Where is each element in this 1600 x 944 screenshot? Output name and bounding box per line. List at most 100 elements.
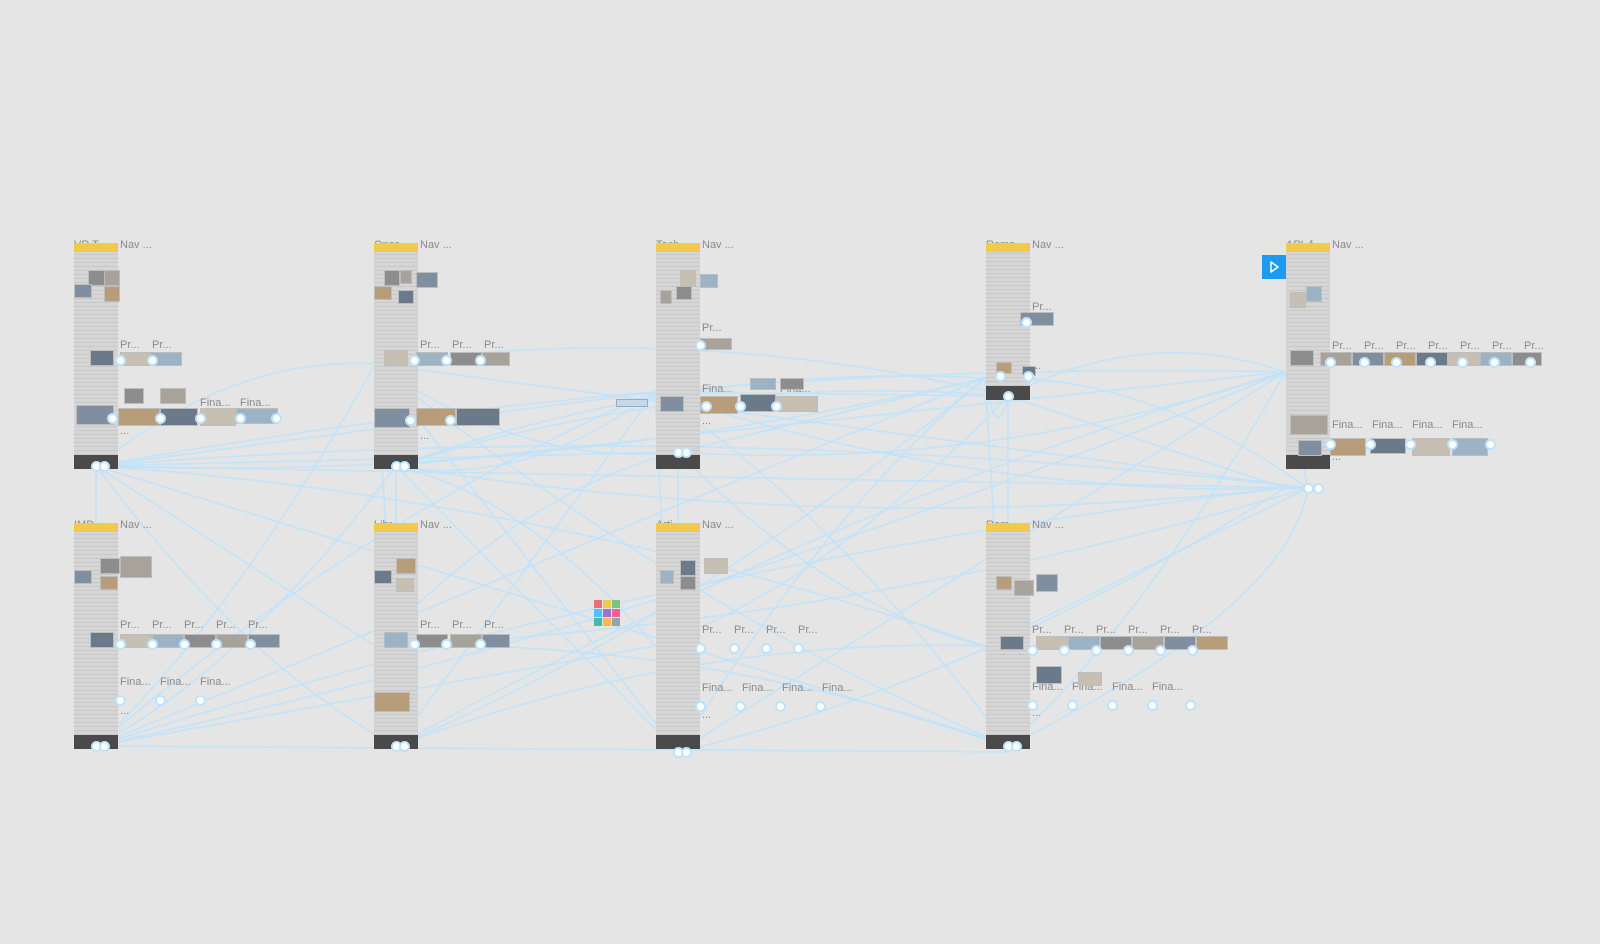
- frame-thumbnail[interactable]: [374, 286, 392, 300]
- connector-node[interactable]: [793, 643, 804, 654]
- connector-node[interactable]: [475, 355, 486, 366]
- frame-thumbnail[interactable]: [482, 352, 510, 366]
- frame-label[interactable]: Pr...: [1032, 301, 1052, 313]
- frame-thumbnail[interactable]: [416, 272, 438, 288]
- frame-thumbnail[interactable]: [120, 556, 152, 578]
- frame-label[interactable]: Pr...: [152, 339, 172, 351]
- frame-label[interactable]: Pr...: [184, 619, 204, 631]
- nav-frame-label[interactable]: Nav ...: [420, 519, 452, 531]
- nav-frame-label[interactable]: Nav ...: [120, 519, 152, 531]
- frame-label[interactable]: Fina...: [200, 397, 231, 409]
- connector-node[interactable]: [1123, 645, 1134, 656]
- frame-label[interactable]: Pr...: [1460, 340, 1480, 352]
- frame-label[interactable]: Pr...: [1064, 624, 1084, 636]
- frame-thumbnail[interactable]: [676, 286, 692, 300]
- frame-label[interactable]: Fina...: [702, 682, 733, 694]
- frame-label[interactable]: Fina...: [1032, 681, 1063, 693]
- frame-label[interactable]: Fina...: [120, 676, 151, 688]
- connector-node[interactable]: [1155, 645, 1166, 656]
- frame-thumbnail[interactable]: [100, 576, 118, 590]
- color-swatch-grid[interactable]: [594, 600, 620, 626]
- frame-thumbnail[interactable]: [1298, 440, 1322, 456]
- color-swatch[interactable]: [612, 609, 620, 617]
- frame-thumbnail[interactable]: [704, 558, 728, 574]
- frame-thumbnail[interactable]: [680, 270, 696, 286]
- connector-node[interactable]: [399, 461, 410, 472]
- connector-node[interactable]: [147, 355, 158, 366]
- frame-thumbnail[interactable]: [660, 290, 672, 304]
- frame-thumbnail[interactable]: [118, 408, 160, 426]
- nav-frame-label[interactable]: Nav ...: [420, 239, 452, 251]
- connector-node[interactable]: [1091, 645, 1102, 656]
- frame-label[interactable]: Pr...: [766, 624, 786, 636]
- frame-label[interactable]: Pr...: [216, 619, 236, 631]
- frame-thumbnail[interactable]: [1412, 438, 1450, 456]
- connector-node[interactable]: [735, 701, 746, 712]
- nav-frame-label[interactable]: Nav ...: [1332, 239, 1364, 251]
- connector-node[interactable]: [271, 413, 282, 424]
- connector-node[interactable]: [445, 415, 456, 426]
- frame-thumbnail[interactable]: [396, 558, 416, 574]
- frame-label[interactable]: Pr...: [1428, 340, 1448, 352]
- frame-thumbnail[interactable]: [482, 634, 510, 648]
- nav-frame-label[interactable]: Nav ...: [702, 519, 734, 531]
- connector-node[interactable]: [1485, 439, 1496, 450]
- nav-frame-label[interactable]: Nav ...: [702, 239, 734, 251]
- color-swatch[interactable]: [603, 600, 611, 608]
- frame-label[interactable]: Pr...: [484, 339, 504, 351]
- connector-node[interactable]: [1405, 439, 1416, 450]
- connector-node[interactable]: [195, 695, 206, 706]
- frame-label[interactable]: Fina...: [1372, 419, 1403, 431]
- color-swatch[interactable]: [594, 618, 602, 626]
- frame-label[interactable]: Pr...: [452, 619, 472, 631]
- connector-node[interactable]: [211, 639, 222, 650]
- frame-label[interactable]: Fina...: [1152, 681, 1183, 693]
- frame-thumbnail[interactable]: [74, 284, 92, 298]
- connector-node[interactable]: [1185, 700, 1196, 711]
- connector-node[interactable]: [1021, 317, 1032, 328]
- frame-label[interactable]: Pr...: [1332, 340, 1352, 352]
- connector-node[interactable]: [441, 355, 452, 366]
- frame-thumbnail[interactable]: [780, 378, 804, 390]
- frame-label[interactable]: Pr...: [702, 322, 722, 334]
- connector-node[interactable]: [155, 413, 166, 424]
- connector-node[interactable]: [115, 639, 126, 650]
- artboard[interactable]: [656, 523, 700, 749]
- frame-label[interactable]: Pr...: [1492, 340, 1512, 352]
- color-swatch[interactable]: [594, 600, 602, 608]
- color-swatch[interactable]: [603, 609, 611, 617]
- connector-node[interactable]: [1313, 483, 1324, 494]
- frame-thumbnail[interactable]: [90, 350, 114, 366]
- frame-thumbnail[interactable]: [660, 570, 674, 584]
- connector-node[interactable]: [771, 401, 782, 412]
- frame-thumbnail[interactable]: [124, 388, 144, 404]
- connector-node[interactable]: [1011, 741, 1022, 752]
- mini-frame[interactable]: [616, 399, 648, 407]
- frame-thumbnail[interactable]: [384, 632, 408, 648]
- frame-thumbnail[interactable]: [1036, 574, 1058, 592]
- frame-label[interactable]: Fina...: [1452, 419, 1483, 431]
- connector-node[interactable]: [695, 701, 706, 712]
- frame-thumbnail[interactable]: [398, 290, 414, 304]
- frame-thumbnail[interactable]: [1290, 292, 1306, 308]
- connector-node[interactable]: [681, 747, 692, 758]
- frame-thumbnail[interactable]: [996, 576, 1012, 590]
- frame-label[interactable]: Fina...: [822, 682, 853, 694]
- connector-node[interactable]: [1003, 391, 1014, 402]
- connector-node[interactable]: [1365, 439, 1376, 450]
- connector-node[interactable]: [735, 401, 746, 412]
- connector-node[interactable]: [115, 355, 126, 366]
- connector-node[interactable]: [1107, 700, 1118, 711]
- connector-node[interactable]: [235, 413, 246, 424]
- frame-label[interactable]: Pr...: [798, 624, 818, 636]
- frame-thumbnail[interactable]: [1000, 636, 1024, 650]
- frame-thumbnail[interactable]: [104, 286, 120, 302]
- frame-label[interactable]: Pr...: [1364, 340, 1384, 352]
- connector-node[interactable]: [1425, 357, 1436, 368]
- frame-thumbnail[interactable]: [680, 560, 696, 576]
- connector-node[interactable]: [409, 355, 420, 366]
- frame-label[interactable]: Pr...: [1160, 624, 1180, 636]
- artboard[interactable]: [986, 523, 1030, 749]
- artboard[interactable]: [986, 243, 1030, 469]
